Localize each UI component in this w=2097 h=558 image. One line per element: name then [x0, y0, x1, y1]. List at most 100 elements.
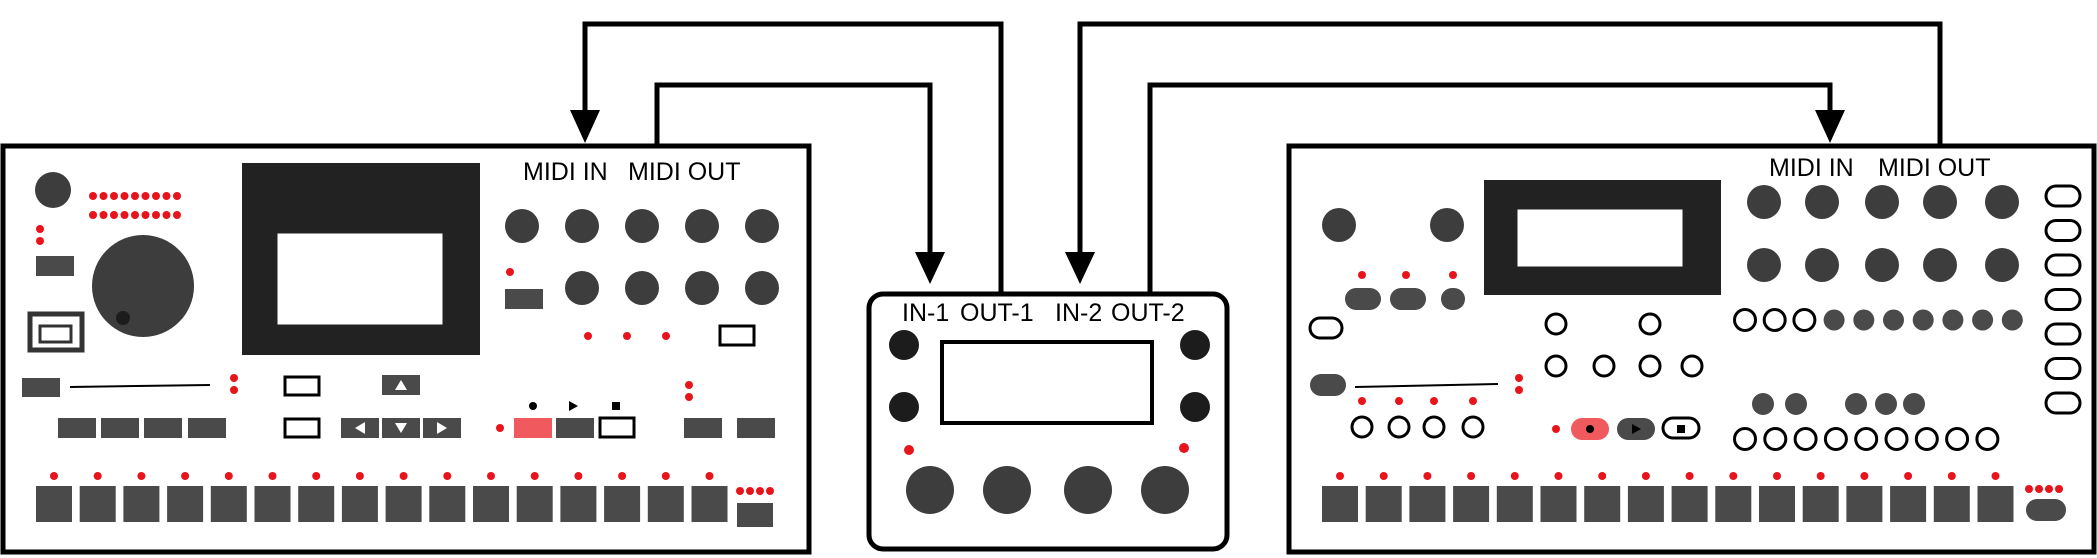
- left-function-button[interactable]: [58, 418, 96, 438]
- right-outline-pad[interactable]: [1638, 312, 1662, 336]
- right-outline-pad[interactable]: [1763, 427, 1788, 451]
- left-main-knob[interactable]: [92, 235, 194, 337]
- right-side-pill-button[interactable]: [2044, 322, 2082, 346]
- right-side-pill-button[interactable]: [2044, 357, 2082, 380]
- right-knob[interactable]: [1805, 185, 1839, 219]
- right-step-button[interactable]: [1933, 486, 1970, 522]
- right-slider[interactable]: [1354, 383, 1499, 388]
- left-knob[interactable]: [685, 209, 719, 243]
- left-step-button[interactable]: [604, 486, 641, 522]
- left-step-button[interactable]: [298, 486, 335, 522]
- right-pad[interactable]: [1785, 393, 1807, 415]
- right-outline-pad[interactable]: [1422, 415, 1446, 439]
- left-step-button[interactable]: [473, 486, 509, 522]
- right-pad[interactable]: [1912, 309, 1934, 331]
- interface-knob[interactable]: [889, 330, 919, 360]
- right-step-button[interactable]: [1759, 486, 1795, 522]
- right-step-button[interactable]: [1496, 486, 1533, 522]
- right-outline-pad[interactable]: [1914, 427, 1939, 451]
- right-step-button[interactable]: [1453, 486, 1490, 522]
- right-knob[interactable]: [1923, 248, 1957, 282]
- right-pad[interactable]: [1762, 308, 1787, 332]
- right-step-button[interactable]: [1671, 486, 1708, 522]
- interface-big-knob[interactable]: [906, 466, 954, 514]
- right-outline-pad[interactable]: [1350, 415, 1374, 439]
- right-knob[interactable]: [1805, 248, 1839, 282]
- left-step-button[interactable]: [516, 486, 553, 522]
- right-outline-pad[interactable]: [1793, 427, 1818, 451]
- right-pill-button[interactable]: [1441, 288, 1465, 310]
- left-func-button[interactable]: [36, 256, 74, 276]
- right-small-knob[interactable]: [1322, 208, 1356, 242]
- right-step-button[interactable]: [1846, 486, 1883, 522]
- right-knob[interactable]: [1865, 185, 1899, 219]
- right-outline-pad[interactable]: [1733, 427, 1757, 451]
- left-record-button[interactable]: [514, 418, 552, 438]
- left-step-button[interactable]: [167, 486, 204, 522]
- right-outline-pad[interactable]: [1823, 427, 1848, 451]
- left-knob[interactable]: [565, 209, 599, 243]
- left-knob[interactable]: [745, 271, 779, 305]
- right-knob[interactable]: [1985, 185, 2019, 219]
- right-step-button[interactable]: [1715, 486, 1752, 522]
- left-slider[interactable]: [69, 384, 211, 388]
- right-side-pill-button[interactable]: [2044, 288, 2082, 311]
- right-pill-button[interactable]: [1390, 288, 1426, 310]
- left-row-button[interactable]: [737, 418, 775, 438]
- left-small-knob[interactable]: [35, 172, 71, 208]
- right-outline-pad[interactable]: [1854, 427, 1879, 451]
- right-step-button[interactable]: [1365, 486, 1402, 522]
- left-outline-button[interactable]: [283, 375, 321, 397]
- right-knob[interactable]: [1865, 248, 1899, 282]
- left-small-outline-button[interactable]: [718, 324, 756, 347]
- right-outline-pad[interactable]: [1945, 427, 1970, 451]
- left-knob[interactable]: [625, 271, 659, 305]
- left-play-button[interactable]: [556, 418, 594, 438]
- right-pad[interactable]: [1903, 393, 1925, 415]
- left-knob[interactable]: [685, 271, 719, 305]
- right-step-button[interactable]: [1409, 486, 1446, 522]
- left-knob[interactable]: [565, 271, 599, 305]
- right-outline-pad[interactable]: [1544, 354, 1568, 378]
- right-knob[interactable]: [1923, 185, 1957, 219]
- right-small-knob[interactable]: [1430, 208, 1464, 242]
- left-outline-button[interactable]: [283, 417, 321, 439]
- right-pill-button[interactable]: [1345, 288, 1381, 310]
- left-knob[interactable]: [745, 209, 779, 243]
- left-row-button[interactable]: [22, 378, 60, 397]
- left-step-button[interactable]: [691, 486, 728, 522]
- interface-big-knob[interactable]: [983, 466, 1031, 514]
- right-outline-pad[interactable]: [1544, 312, 1568, 336]
- right-pad[interactable]: [1823, 309, 1845, 331]
- right-step-button[interactable]: [1890, 486, 1927, 522]
- right-corner-pill[interactable]: [2026, 499, 2066, 521]
- left-step-button[interactable]: [341, 486, 378, 522]
- left-stop-button[interactable]: [598, 416, 636, 439]
- left-function-button[interactable]: [188, 418, 226, 438]
- left-function-button[interactable]: [101, 418, 139, 438]
- right-step-button[interactable]: [1540, 486, 1577, 522]
- right-knob[interactable]: [1747, 248, 1781, 282]
- right-outline-pad[interactable]: [1387, 415, 1411, 439]
- right-pad[interactable]: [1853, 309, 1875, 331]
- right-pad[interactable]: [1733, 308, 1757, 332]
- left-step-button[interactable]: [36, 486, 72, 522]
- left-step-button[interactable]: [385, 486, 422, 522]
- left-function-button[interactable]: [144, 418, 182, 438]
- right-side-pill-button[interactable]: [2044, 219, 2082, 242]
- right-pad[interactable]: [1752, 393, 1774, 415]
- interface-big-knob[interactable]: [1141, 466, 1189, 514]
- left-step-button[interactable]: [647, 486, 684, 522]
- left-row-button[interactable]: [684, 418, 722, 438]
- interface-knob[interactable]: [1180, 392, 1210, 422]
- interface-big-knob[interactable]: [1064, 466, 1112, 514]
- left-knob[interactable]: [625, 209, 659, 243]
- right-pad[interactable]: [1883, 309, 1904, 331]
- right-knob[interactable]: [1747, 185, 1781, 219]
- left-step-button[interactable]: [79, 486, 116, 522]
- right-side-pill-button[interactable]: [2044, 253, 2082, 277]
- right-outline-pad[interactable]: [1592, 354, 1616, 378]
- right-pad[interactable]: [1792, 308, 1817, 332]
- right-pad[interactable]: [1942, 309, 1964, 331]
- right-outline-pad[interactable]: [1975, 427, 2000, 451]
